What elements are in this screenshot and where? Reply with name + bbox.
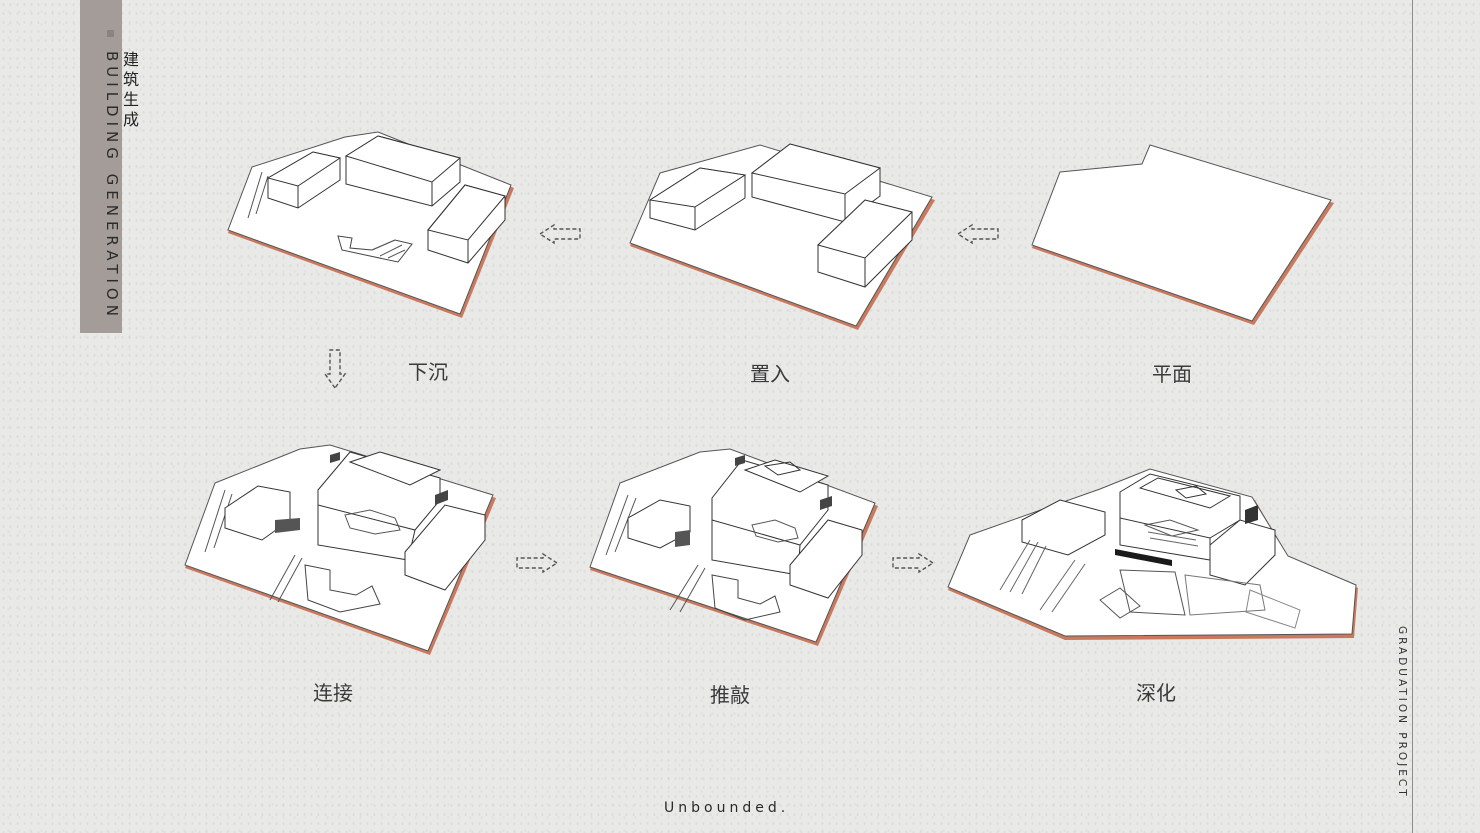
flow-arrow-connect-to-refine xyxy=(516,553,558,573)
model-step-sink xyxy=(227,131,514,318)
flow-arrow-refine-to-deepen xyxy=(892,553,934,573)
model-step-connect xyxy=(184,444,496,655)
step-label-plane: 平面 xyxy=(1152,362,1192,386)
model-step-insert xyxy=(629,143,935,330)
graduation-project-label: Graduation Project xyxy=(1396,626,1408,799)
step-label-sink: 下沉 xyxy=(408,360,448,384)
model-step-plane xyxy=(1031,144,1334,325)
step-label-insert: 置入 xyxy=(750,362,790,386)
section-title-cn: 建筑生成 xyxy=(123,50,140,129)
flow-arrow-insert-to-sink xyxy=(539,224,581,244)
step-label-connect: 连接 xyxy=(313,681,353,705)
model-step-deepen xyxy=(947,468,1358,640)
brand-name: Unbounded. xyxy=(664,800,790,816)
step-label-deepen: 深化 xyxy=(1136,681,1176,705)
section-title-en: Building Generation xyxy=(103,51,121,321)
model-step-refine xyxy=(589,448,878,646)
section-marker-square xyxy=(107,30,114,37)
step-label-refine: 推敲 xyxy=(710,683,750,707)
flow-arrow-sink-to-connect xyxy=(324,349,346,389)
right-divider-line xyxy=(1412,0,1413,833)
flow-arrow-plane-to-insert xyxy=(957,224,999,244)
section-side-bar xyxy=(80,0,122,333)
